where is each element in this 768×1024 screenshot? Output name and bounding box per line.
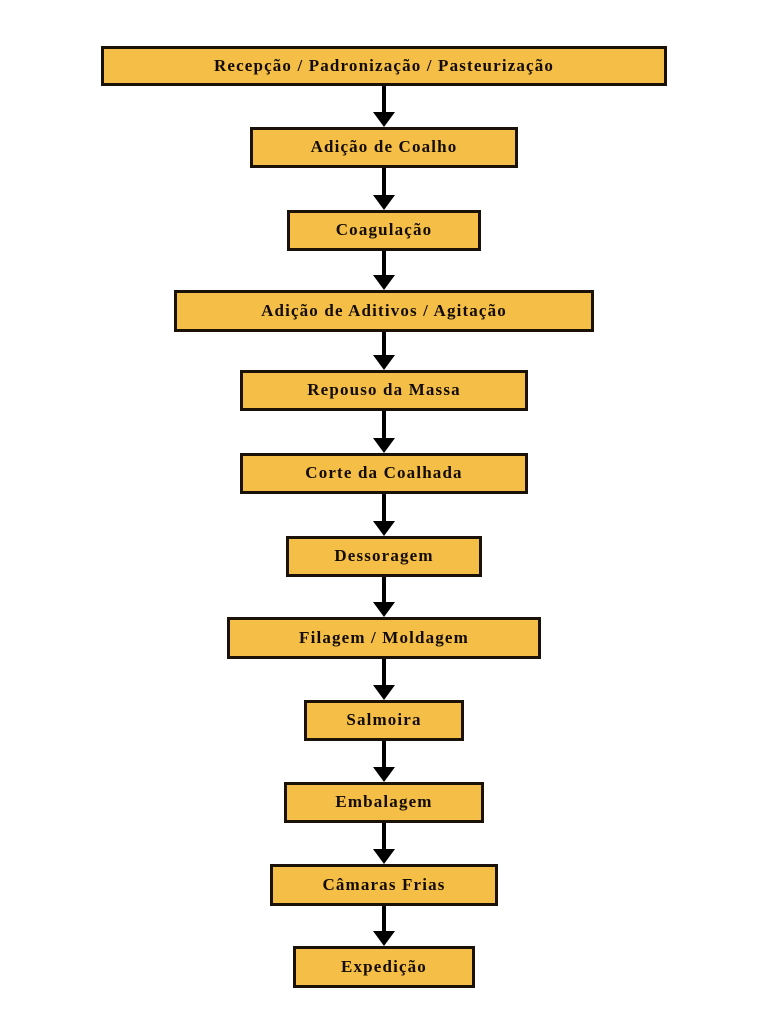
arrow-head — [373, 112, 395, 127]
process-node-label: Dessoragem — [334, 546, 434, 565]
arrow-down-icon — [373, 86, 395, 127]
process-node-label: Recepção / Padronização / Pasteurização — [213, 55, 555, 75]
arrow-down-icon — [373, 168, 395, 210]
arrow-shaft — [382, 411, 386, 439]
arrow-head — [373, 767, 395, 782]
process-node-n12[interactable]: Expedição — [293, 946, 475, 988]
arrow-down-icon — [373, 906, 395, 946]
arrow-head — [373, 195, 395, 210]
arrow-down-icon — [373, 411, 395, 453]
arrow-shaft — [382, 86, 386, 113]
arrow-head — [373, 685, 395, 700]
process-node-label: Coagulação — [335, 220, 433, 239]
process-node-label: Adição de Coalho — [310, 137, 458, 156]
arrow-down-icon — [373, 659, 395, 700]
process-node-n1[interactable]: Recepção / Padronização / Pasteurização — [101, 46, 667, 86]
process-node-n6[interactable]: Corte da Coalhada — [240, 453, 528, 494]
arrow-head — [373, 849, 395, 864]
arrow-head — [373, 275, 395, 290]
process-node-n9[interactable]: Salmoira — [304, 700, 464, 741]
arrow-down-icon — [373, 251, 395, 290]
process-node-n10[interactable]: Embalagem — [284, 782, 484, 823]
arrow-down-icon — [373, 332, 395, 370]
process-node-label: Embalagem — [335, 792, 433, 811]
process-node-label: Repouso da Massa — [307, 380, 461, 399]
process-node-n2[interactable]: Adição de Coalho — [250, 127, 518, 168]
process-node-n8[interactable]: Filagem / Moldagem — [227, 617, 541, 659]
process-node-label: Câmaras Frias — [322, 874, 446, 894]
process-node-label: Adição de Aditivos / Agitação — [261, 300, 507, 320]
arrow-shaft — [382, 659, 386, 686]
process-node-n5[interactable]: Repouso da Massa — [240, 370, 528, 411]
arrow-shaft — [382, 906, 386, 932]
arrow-down-icon — [373, 494, 395, 536]
arrow-head — [373, 438, 395, 453]
process-node-label: Filagem / Moldagem — [299, 627, 469, 647]
arrow-head — [373, 931, 395, 946]
process-node-label: Expedição — [341, 956, 427, 976]
arrow-shaft — [382, 577, 386, 603]
process-node-n7[interactable]: Dessoragem — [286, 536, 482, 577]
arrow-shaft — [382, 332, 386, 356]
arrow-shaft — [382, 741, 386, 768]
arrow-shaft — [382, 494, 386, 522]
arrow-head — [373, 602, 395, 617]
process-node-n11[interactable]: Câmaras Frias — [270, 864, 498, 906]
process-node-label: Salmoira — [346, 710, 422, 729]
process-node-n4[interactable]: Adição de Aditivos / Agitação — [174, 290, 594, 332]
arrow-shaft — [382, 168, 386, 196]
arrow-down-icon — [373, 823, 395, 864]
arrow-shaft — [382, 823, 386, 850]
arrow-down-icon — [373, 741, 395, 782]
process-node-label: Corte da Coalhada — [305, 463, 463, 482]
arrow-head — [373, 355, 395, 370]
arrow-head — [373, 521, 395, 536]
arrow-shaft — [382, 251, 386, 276]
arrow-down-icon — [373, 577, 395, 617]
process-node-n3[interactable]: Coagulação — [287, 210, 481, 251]
